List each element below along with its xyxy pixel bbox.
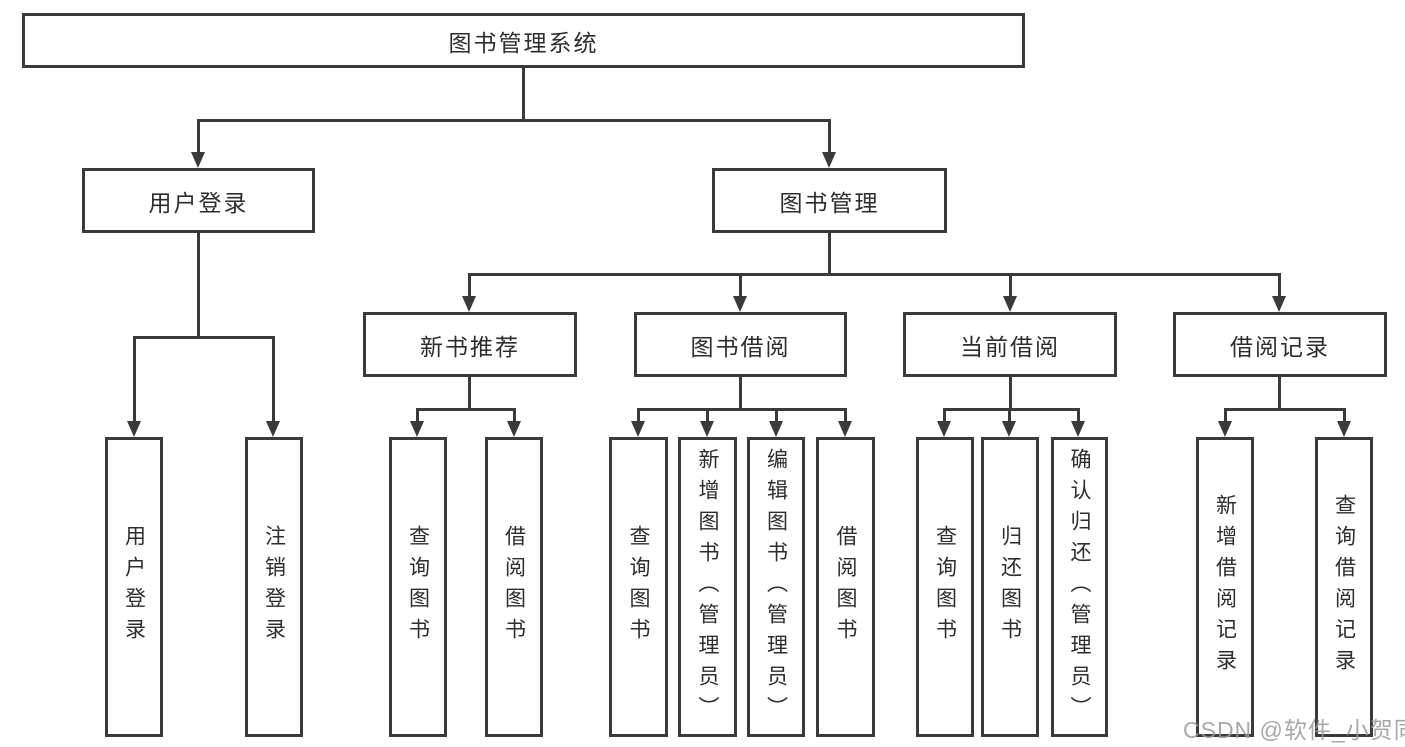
arrowhead-icon (462, 296, 476, 312)
connector-line (197, 233, 200, 336)
node-new-book-recommend: 新书推荐 (363, 312, 577, 377)
leaf-label: 用户登录 (122, 525, 146, 649)
connector-line (1343, 408, 1346, 422)
leaf-query-borrow-record: 查询借阅记录 (1315, 437, 1373, 737)
node-book-management: 图书管理 (712, 168, 947, 233)
connector-line (1009, 377, 1012, 408)
arrowhead-icon (937, 421, 951, 437)
leaf-label: 确认归还（管理员） (1068, 447, 1091, 727)
leaf-borrow-books: 借阅图书 (816, 437, 875, 737)
arrowhead-icon (733, 296, 747, 312)
leaf-add-borrow-record: 新增借阅记录 (1196, 437, 1254, 737)
connector-line (943, 408, 946, 422)
leaf-label: 查询图书 (406, 525, 430, 649)
leaf-add-books-admin: 新增图书（管理员） (678, 437, 737, 737)
leaf-label: 新增借阅记录 (1213, 494, 1237, 680)
node-current-borrowing: 当前借阅 (903, 312, 1117, 377)
connector-line (739, 377, 742, 408)
node-label: 图书管理系统 (448, 29, 599, 56)
arrowhead-icon (700, 421, 714, 437)
leaf-edit-books-admin: 编辑图书（管理员） (747, 437, 805, 737)
node-label: 借阅记录 (1230, 333, 1330, 360)
connector-line (706, 408, 709, 422)
connector-line (1224, 408, 1227, 422)
leaf-query-books-recommend: 查询图书 (389, 437, 447, 737)
connector-line (133, 336, 275, 339)
arrowhead-icon (631, 421, 645, 437)
connector-line (133, 336, 136, 422)
node-label: 新书推荐 (420, 333, 520, 360)
leaf-label: 新增图书（管理员） (696, 447, 719, 727)
leaf-logout: 注销登录 (245, 437, 303, 737)
arrowhead-icon (838, 421, 852, 437)
arrowhead-icon (1002, 421, 1016, 437)
connector-line (1224, 408, 1346, 411)
leaf-label: 查询图书 (933, 525, 957, 649)
connector-line (943, 408, 1080, 411)
leaf-label: 归还图书 (998, 525, 1022, 649)
arrowhead-icon (410, 421, 424, 437)
arrowhead-icon (769, 421, 783, 437)
leaf-label: 注销登录 (262, 525, 286, 649)
connector-line (739, 273, 742, 297)
node-book-borrowing: 图书借阅 (634, 312, 847, 377)
connector-line (1278, 377, 1281, 408)
connector-line (1008, 408, 1011, 422)
node-borrowing-records: 借阅记录 (1173, 312, 1387, 377)
arrowhead-icon (1218, 421, 1232, 437)
connector-line (416, 408, 419, 422)
node-library-management-system: 图书管理系统 (22, 13, 1025, 68)
arrowhead-icon (1272, 296, 1286, 312)
node-user-login: 用户登录 (82, 168, 315, 233)
leaf-user-login: 用户登录 (105, 437, 163, 737)
connector-line (637, 408, 847, 411)
node-label: 用户登录 (148, 189, 249, 216)
node-label: 图书管理 (779, 189, 880, 216)
connector-line (416, 408, 516, 411)
connector-line (272, 336, 275, 422)
connector-line (844, 408, 847, 422)
node-label: 图书借阅 (690, 333, 791, 360)
connector-line (1009, 273, 1012, 297)
leaf-label: 查询图书 (627, 525, 650, 649)
leaf-label: 借阅图书 (502, 525, 526, 649)
arrowhead-icon (1337, 421, 1351, 437)
arrowhead-icon (191, 152, 205, 168)
leaf-label: 编辑图书（管理员） (764, 447, 788, 727)
connector-line (468, 273, 1281, 276)
connector-line (522, 68, 525, 119)
leaf-query-books-borrowing: 查询图书 (609, 437, 668, 737)
connector-line (828, 233, 831, 273)
leaf-return-books: 归还图书 (981, 437, 1039, 737)
connector-line (1278, 273, 1281, 297)
csdn-watermark: CSDN @软件_小贺同学 (1183, 717, 1405, 743)
connector-line (637, 408, 640, 422)
connector-line (513, 408, 516, 422)
connector-line (1077, 408, 1080, 422)
leaf-label: 借阅图书 (834, 525, 857, 649)
leaf-label: 查询借阅记录 (1332, 494, 1356, 680)
arrowhead-icon (822, 152, 836, 168)
leaf-borrow-books-recommend: 借阅图书 (485, 437, 543, 737)
connector-line (197, 119, 831, 122)
arrowhead-icon (127, 421, 141, 437)
connector-line (197, 119, 200, 153)
arrowhead-icon (507, 421, 521, 437)
connector-line (775, 408, 778, 422)
arrowhead-icon (266, 421, 280, 437)
connector-line (828, 119, 831, 153)
node-label: 当前借阅 (960, 333, 1060, 360)
connector-line (468, 273, 471, 297)
leaf-query-books-current: 查询图书 (916, 437, 974, 737)
connector-line (468, 377, 471, 408)
arrowhead-icon (1071, 421, 1085, 437)
leaf-confirm-return-admin: 确认归还（管理员） (1051, 437, 1108, 737)
arrowhead-icon (1003, 296, 1017, 312)
